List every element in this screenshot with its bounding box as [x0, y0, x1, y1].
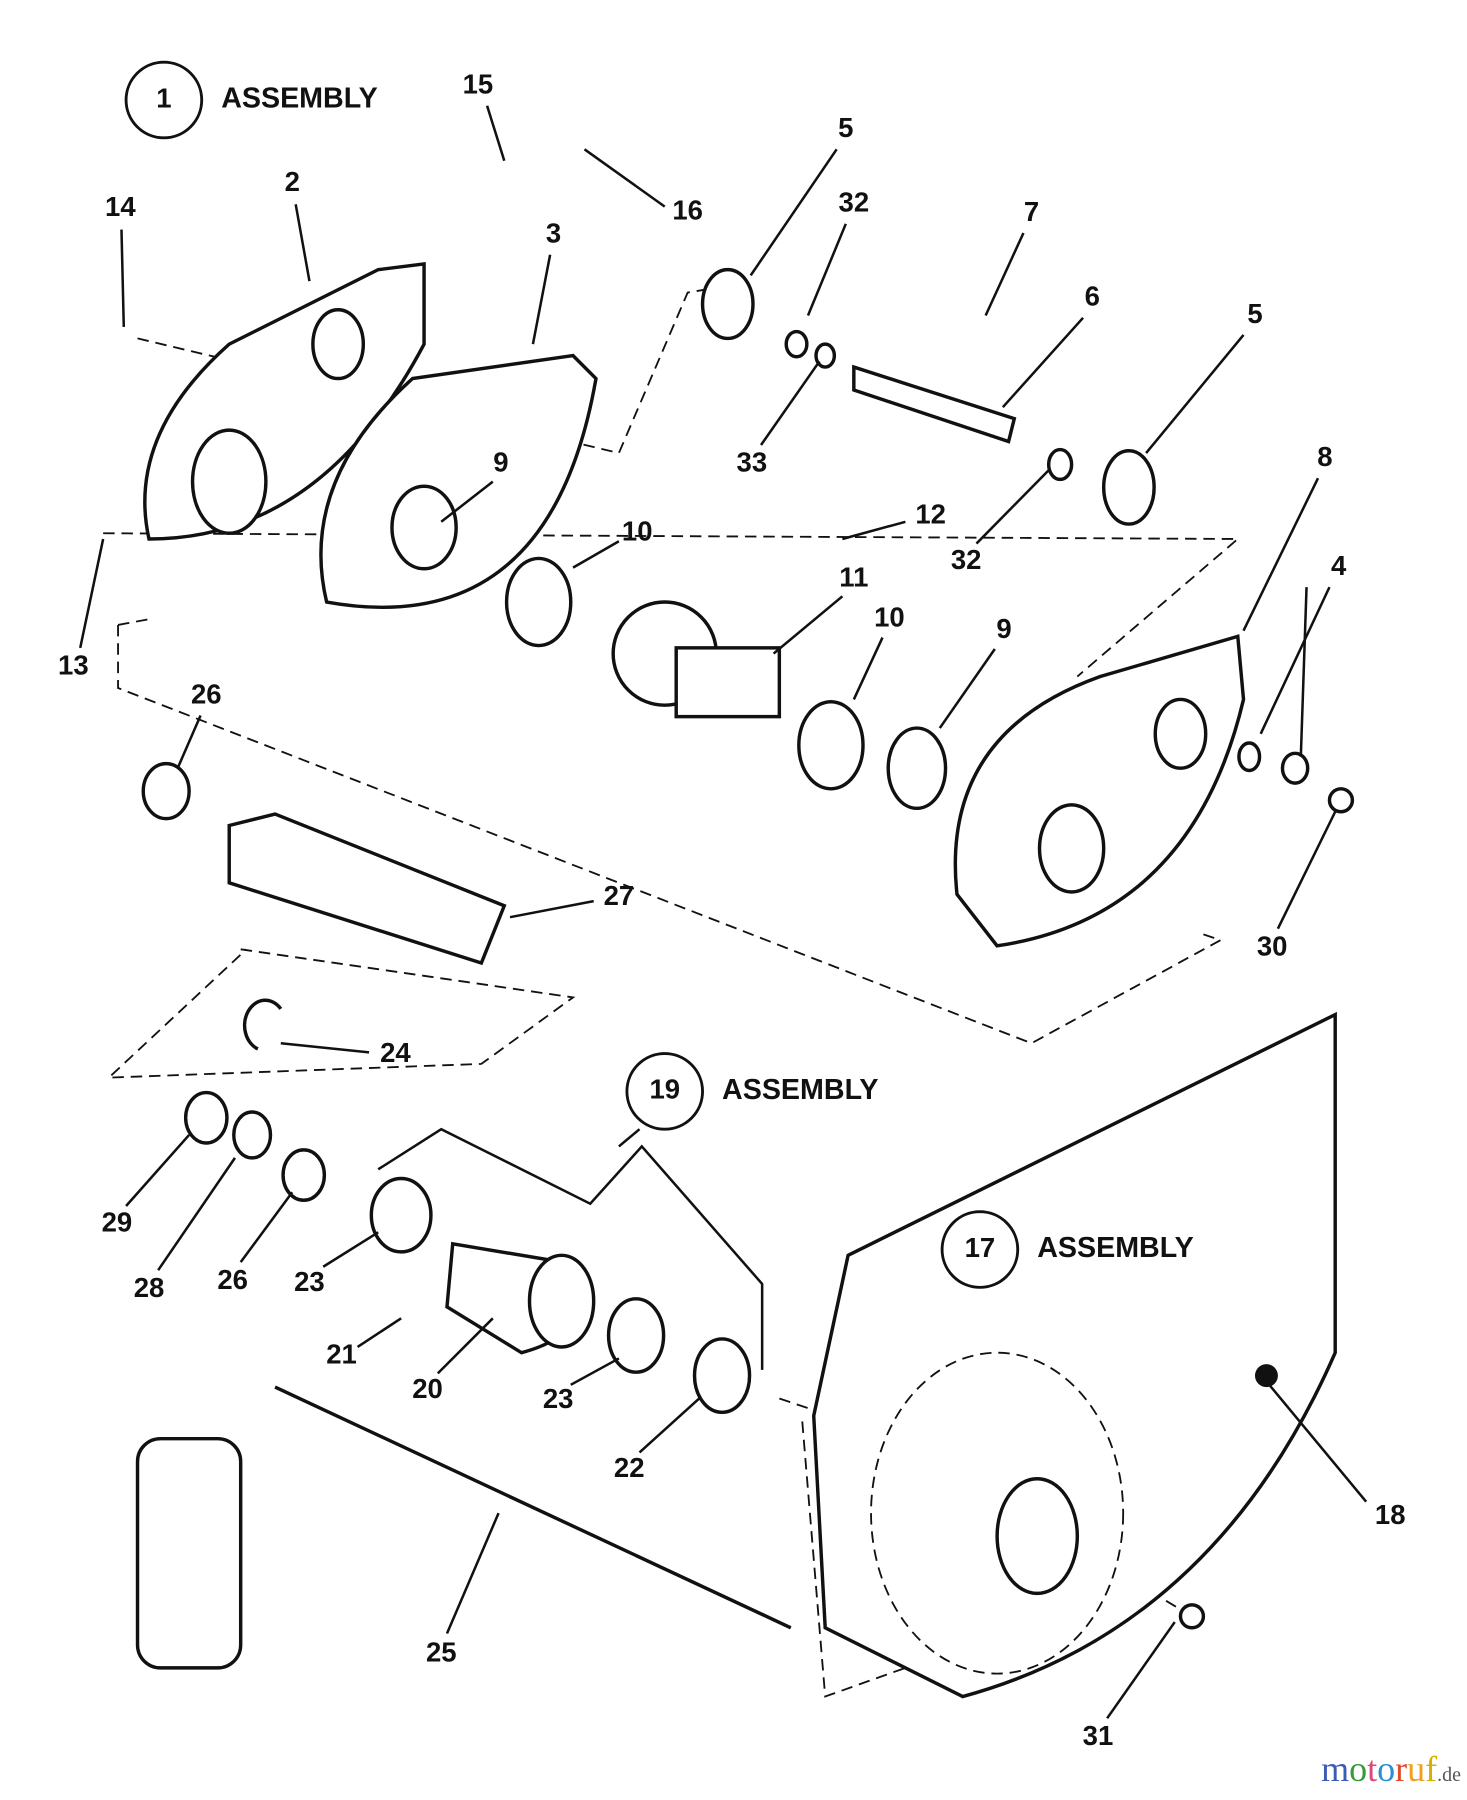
- leader-line: [572, 540, 620, 569]
- callout-10: 10: [874, 601, 905, 632]
- leader-line: [772, 595, 844, 655]
- leader-line: [1259, 586, 1331, 735]
- callout-28: 28: [134, 1272, 165, 1303]
- watermark-logo: motoruf.de: [1321, 1749, 1461, 1789]
- callout-14: 14: [105, 191, 136, 222]
- leader-line: [294, 204, 311, 282]
- callout-9: 9: [996, 613, 1011, 644]
- leader-line: [852, 637, 884, 700]
- callout-4: 4: [1331, 550, 1347, 581]
- callout-11: 11: [839, 561, 868, 592]
- leader-line: [125, 1134, 191, 1207]
- assembly-label: ASSEMBLY: [221, 83, 378, 115]
- callout-31: 31: [1083, 1720, 1114, 1751]
- callout-33: 33: [737, 447, 768, 478]
- leader-line: [445, 1512, 500, 1634]
- callout-24: 24: [380, 1037, 411, 1068]
- leader-line: [485, 105, 506, 162]
- leader-line: [984, 232, 1025, 317]
- callout-6: 6: [1085, 281, 1100, 312]
- callout-20: 20: [412, 1373, 443, 1404]
- assembly-circle-19: [625, 1052, 704, 1131]
- callout-5: 5: [1247, 298, 1262, 329]
- leader-line: [120, 229, 126, 327]
- leader-line: [531, 254, 552, 345]
- leader-line: [638, 1397, 700, 1454]
- leader-line: [322, 1231, 379, 1268]
- leader-line: [583, 148, 666, 208]
- callout-2: 2: [285, 166, 300, 197]
- callout-15: 15: [463, 69, 494, 100]
- leader-line: [1145, 334, 1245, 454]
- callout-13: 13: [58, 650, 89, 681]
- assembly-number: 17: [965, 1232, 996, 1263]
- callout-30: 30: [1257, 930, 1288, 961]
- leader-line: [356, 1317, 402, 1349]
- leader-line: [749, 148, 838, 277]
- assembly-19-bracket: [377, 1127, 764, 1370]
- leader-line: [806, 223, 847, 316]
- leader-line: [1276, 811, 1337, 930]
- callout-18: 18: [1375, 1499, 1406, 1530]
- assembly-label: ASSEMBLY: [722, 1074, 879, 1106]
- leader-line: [157, 1157, 236, 1271]
- callout-21: 21: [326, 1338, 357, 1369]
- assembly-circle-1: [124, 60, 204, 140]
- leader-line: [1299, 587, 1308, 757]
- assembly-number: 1: [156, 82, 171, 113]
- callout-22: 22: [614, 1452, 645, 1483]
- callout-9: 9: [493, 447, 508, 478]
- leader-line: [78, 538, 105, 649]
- callout-7: 7: [1024, 196, 1039, 227]
- leader-lines: [78, 105, 1368, 1720]
- part-drawings: [135, 261, 1355, 1699]
- callout-27: 27: [604, 880, 635, 911]
- callout-8: 8: [1317, 441, 1332, 472]
- leader-line: [1001, 316, 1084, 409]
- leader-line: [280, 1042, 370, 1054]
- callout-3: 3: [546, 218, 561, 249]
- leader-line: [1242, 477, 1320, 632]
- leader-line: [509, 899, 594, 919]
- callout-25: 25: [426, 1636, 457, 1667]
- callout-32: 32: [839, 187, 870, 218]
- leader-line: [436, 1317, 494, 1375]
- leader-line: [1265, 1380, 1368, 1503]
- leader-line: [759, 360, 821, 446]
- leader-line: [1106, 1621, 1176, 1720]
- leader-line: [618, 1128, 641, 1148]
- callout-32: 32: [951, 544, 982, 575]
- assembly-circle-17: [940, 1210, 1020, 1289]
- assembly-label: ASSEMBLY: [1037, 1232, 1194, 1264]
- leader-line: [842, 520, 906, 541]
- leader-line: [975, 469, 1050, 545]
- callout-26: 26: [217, 1264, 248, 1295]
- callout-5: 5: [838, 112, 853, 143]
- callout-26: 26: [191, 678, 222, 709]
- callout-10: 10: [622, 516, 653, 547]
- assembly-number: 19: [649, 1074, 680, 1105]
- callout-29: 29: [102, 1207, 133, 1238]
- callout-23: 23: [294, 1266, 325, 1297]
- leader-line: [176, 714, 202, 769]
- leader-line: [938, 648, 996, 729]
- callout-23: 23: [543, 1383, 574, 1414]
- callout-16: 16: [672, 195, 703, 226]
- leader-line: [440, 480, 494, 523]
- leader-line: [570, 1357, 620, 1386]
- leader-line: [239, 1191, 294, 1263]
- callout-12: 12: [915, 498, 946, 529]
